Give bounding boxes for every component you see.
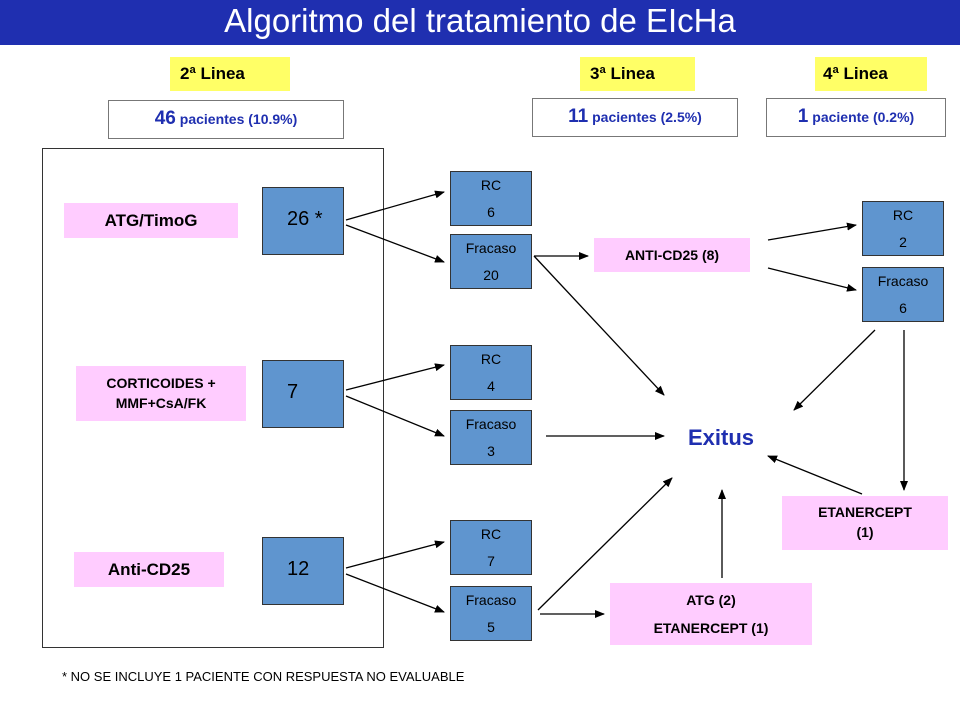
outcome-cd25-fracaso: Fracaso 5 [450, 586, 532, 641]
arrow-anticd25-to-rc [767, 222, 857, 241]
treatment-atg-timog: ATG/TimoG [64, 203, 238, 238]
outcome-fourth-rc: RC 2 [862, 201, 944, 256]
outcome-cd25-rc: RC 7 [450, 520, 532, 575]
outcome-label: RC [480, 351, 502, 367]
arrow-fracaso-fourth-to-exitus [793, 329, 876, 411]
fourth-line-etanercept-label: ETANERCEPT [818, 504, 912, 520]
third-line-atg-etanercept: ATG (2) ETANERCEPT (1) [610, 583, 812, 645]
outcome-value: 7 [487, 553, 495, 569]
outcome-label: Fracaso [465, 592, 517, 608]
count-second-text: pacientes (10.9%) [175, 111, 298, 127]
arrow-anticd25-to-fracaso [767, 267, 857, 292]
arrow-cd25-to-rc [345, 540, 445, 569]
line-label-second: 2ª Linea [170, 57, 290, 91]
outcome-label: RC [892, 207, 914, 223]
treatment-corticoides: CORTICOIDES + MMF+CsA/FK [76, 366, 246, 421]
patients-corticoides-box: 7 [262, 360, 344, 428]
outcome-label: Fracaso [465, 416, 517, 432]
outcome-label: Fracaso [877, 273, 929, 289]
exitus-label: Exitus [688, 425, 755, 450]
patients-atg-box: 26 * [262, 187, 344, 255]
third-line-etanercept: ETANERCEPT (1) [653, 620, 769, 636]
arrow-cort-to-rc [345, 363, 445, 391]
outcome-value: 6 [899, 300, 907, 316]
count-fourth-text: paciente (0.2%) [808, 109, 915, 125]
outcome-value: 2 [899, 234, 907, 250]
line-label-third: 3ª Linea [580, 57, 695, 91]
outcome-label: Fracaso [465, 240, 517, 256]
title-bar [0, 0, 960, 45]
count-third-number: 11 [568, 106, 589, 127]
count-second-number: 46 [154, 108, 176, 129]
count-fourth-line: 1 paciente (0.2%) [766, 98, 946, 137]
outcome-atg-rc: RC 6 [450, 171, 532, 226]
arrow-etanercept-to-exitus [767, 455, 863, 495]
outcome-atg-fracaso: Fracaso 20 [450, 234, 532, 289]
page-title: Algoritmo del tratamiento de EIcHa [224, 2, 736, 39]
count-third-text: pacientes (2.5%) [588, 109, 702, 125]
outcome-value: 3 [487, 443, 495, 459]
outcome-cort-fracaso: Fracaso 3 [450, 410, 532, 465]
arrow-fracaso-to-exitus [533, 255, 665, 396]
count-third-line: 11 pacientes (2.5%) [532, 98, 738, 137]
outcome-label: RC [480, 177, 502, 193]
arrow-cd25-to-fracaso [345, 573, 445, 613]
arrow-cort-to-fracaso [345, 395, 445, 437]
treatment-corticoides-line1: CORTICOIDES + [106, 375, 216, 391]
count-fourth-number: 1 [797, 106, 809, 127]
fourth-line-etanercept: ETANERCEPT (1) [782, 496, 948, 550]
line-label-fourth: 4ª Linea [815, 57, 927, 91]
treatment-corticoides-line2: MMF+CsA/FK [115, 395, 207, 411]
outcome-value: 4 [487, 378, 495, 394]
outcome-value: 20 [483, 267, 499, 283]
fourth-line-etanercept-count: (1) [856, 524, 874, 540]
outcome-label: RC [480, 526, 502, 542]
patients-anti-cd25-box: 12 [262, 537, 344, 605]
outcome-fourth-fracaso: Fracaso 6 [862, 267, 944, 322]
footnote: * NO SE INCLUYE 1 PACIENTE CON RESPUESTA… [62, 669, 465, 684]
arrow-cd25-fracaso-to-exitus [537, 477, 673, 611]
treatment-anti-cd25: Anti-CD25 [74, 552, 224, 587]
third-line-anti-cd25: ANTI-CD25 (8) [594, 238, 750, 272]
outcome-cort-rc: RC 4 [450, 345, 532, 400]
count-second-line: 46 pacientes (10.9%) [108, 100, 344, 139]
arrow-atg-to-fracaso [345, 224, 445, 263]
third-line-atg: ATG (2) [686, 592, 736, 608]
outcome-value: 5 [487, 619, 495, 635]
outcome-value: 6 [487, 204, 495, 220]
arrow-atg-to-rc [345, 190, 445, 221]
